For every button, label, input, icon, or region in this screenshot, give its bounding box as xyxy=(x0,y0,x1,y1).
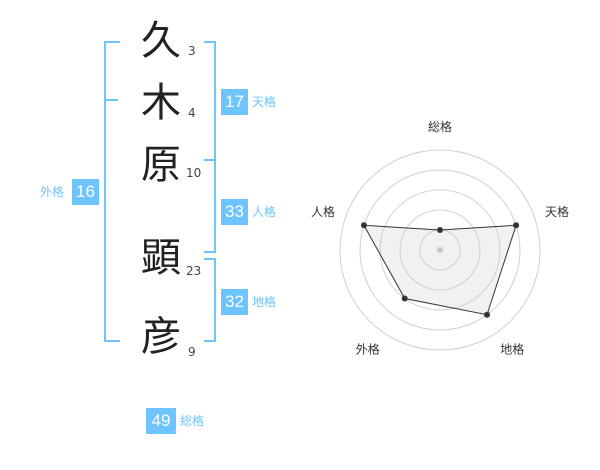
name-character-5: 彦 xyxy=(141,314,181,360)
gaikaku-value: 16 xyxy=(72,179,99,205)
stroke-count-4: 23 xyxy=(186,264,202,278)
gaikaku-label: 外格 xyxy=(40,185,65,199)
radar-point xyxy=(437,227,443,233)
jinkaku-bracket xyxy=(204,159,216,253)
gaikaku-bracket-tick xyxy=(106,99,118,101)
chikaku-label: 地格 xyxy=(252,295,277,309)
soukaku-value: 49 xyxy=(146,408,176,434)
radar-points xyxy=(360,222,520,318)
tenkaku-label: 天格 xyxy=(252,95,277,109)
radar-center xyxy=(437,247,443,253)
radar-grid-ring xyxy=(399,209,481,291)
radar-axis-label: 地格 xyxy=(500,342,524,357)
radar-grid-ring xyxy=(339,149,541,351)
jinkaku-value: 33 xyxy=(221,199,248,225)
soukaku-label: 総格 xyxy=(180,414,205,428)
name-character-4: 顕 xyxy=(141,235,181,281)
radar-point xyxy=(360,222,367,229)
stroke-count-3: 10 xyxy=(186,166,202,180)
radar-axis-label: 総格 xyxy=(428,119,452,134)
radar-axis-label: 外格 xyxy=(356,342,380,357)
stroke-count-1: 3 xyxy=(188,44,196,58)
name-character-2: 木 xyxy=(141,80,181,126)
radar-point xyxy=(401,295,408,302)
radar-point xyxy=(513,222,520,229)
radar-axis-label: 人格 xyxy=(311,204,335,219)
stroke-count-5: 9 xyxy=(188,345,196,359)
gaikaku-bracket xyxy=(104,41,120,342)
radar-series xyxy=(363,224,517,316)
jinkaku-label: 人格 xyxy=(252,205,277,219)
radar-grid-ring xyxy=(359,169,521,331)
radar-point xyxy=(484,311,491,318)
chikaku-bracket xyxy=(204,258,216,342)
chikaku-value: 32 xyxy=(221,289,248,315)
name-character-3: 原 xyxy=(141,142,181,188)
tenkaku-value: 17 xyxy=(221,89,248,115)
name-character-1: 久 xyxy=(141,18,181,64)
radar-axis-label: 天格 xyxy=(545,204,569,219)
stroke-count-2: 4 xyxy=(188,106,196,120)
radar-grid-ring xyxy=(379,189,501,311)
